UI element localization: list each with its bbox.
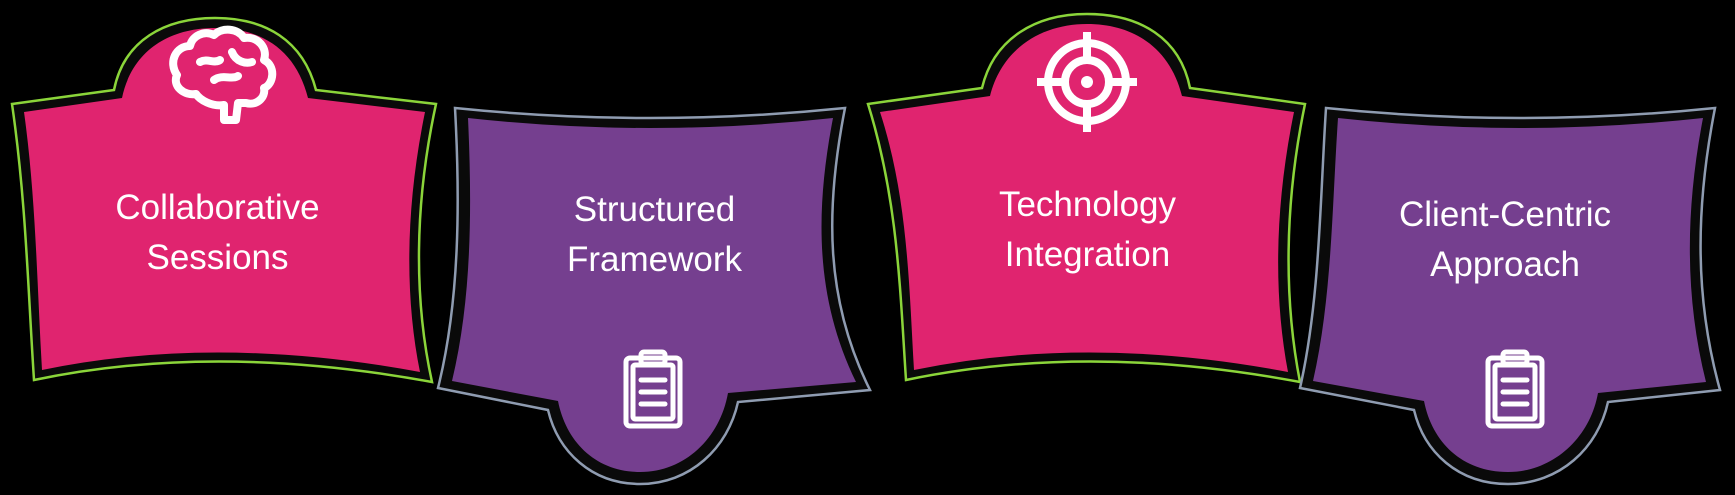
card-collaborative-sessions [10,16,438,384]
clipboard-icon [623,349,683,429]
card-title-line-2: Integration [1004,235,1171,274]
card-title-line-2: Approach [1430,245,1580,284]
card-title-line-1: Technology [998,185,1177,224]
card-label-technology-integration: Technology Integration [930,180,1245,280]
clipboard-icon [1485,349,1545,429]
card-title-line-2: Framework [566,240,743,279]
target-icon [1037,32,1137,132]
card-label-structured-framework: Structured Framework [497,185,812,285]
card-fill [1313,118,1706,472]
card-technology-integration [866,12,1307,384]
card-title-line-1: Structured [573,190,736,229]
brain-icon [169,25,277,124]
card-fill [880,24,1294,372]
card-title-line-2: Sessions [146,238,289,277]
card-fill [24,28,425,372]
card-title-line-1: Collaborative [115,188,320,227]
card-fill [452,118,856,472]
card-label-client-centric-approach: Client-Centric Approach [1345,190,1665,290]
card-structured-framework [436,106,872,486]
card-label-collaborative-sessions: Collaborative Sessions [60,183,375,283]
card-client-centric-approach [1298,106,1722,486]
card-title-line-1: Client-Centric [1399,195,1611,234]
